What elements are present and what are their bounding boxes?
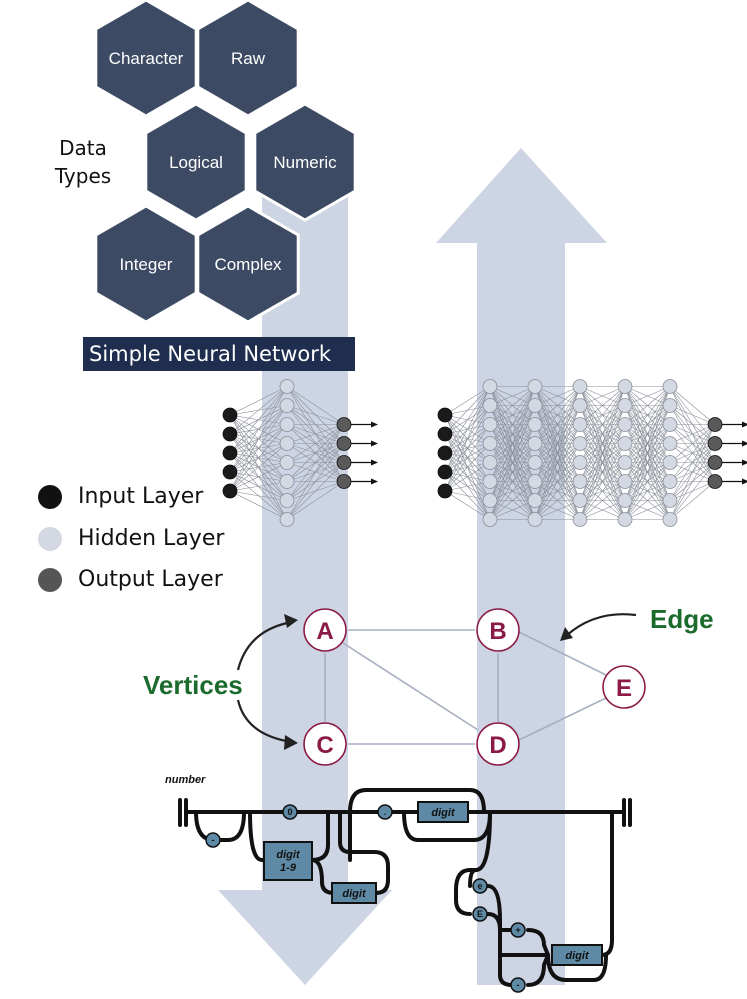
railroad-e-lower: e [477,881,482,891]
hexagon-logical-label: Logical [169,153,223,172]
simple-neural-network-banner: Simple Neural Network [83,337,355,371]
vertex-a [303,608,347,652]
vertex-c [303,722,347,766]
hexagon-logical [144,102,248,222]
railroad-title: number [165,774,206,786]
hexagon-character [94,0,198,118]
hexagon-integer [94,204,198,324]
digit-box-int [331,882,377,904]
edge-pointer [565,613,637,637]
vertex-b-label: B [489,618,506,645]
up-arrow [436,148,607,985]
output-layer-dot [38,567,62,592]
vertices-pointer-bottom [236,699,293,744]
simple-neural-network [222,379,378,527]
vertex-d [476,722,520,766]
legend-label: Input Layer [78,484,204,509]
legend-input-layer: Input Layer [38,484,203,509]
digit-box-exp [551,944,603,966]
vertices-pointer-top [236,620,293,671]
vertices-label: Vertices [143,670,243,700]
digit-box-frac [417,801,469,823]
deep-neural-network [437,379,747,527]
vertex-e-label: E [616,675,632,702]
railroad-plus: + [515,925,520,935]
vertex-a-label: A [316,618,333,645]
digit-label-frac: digit [431,807,456,819]
graph-diagram: A B C D E Vertices Edge [143,604,714,766]
hexagon-raw-label: Raw [231,49,266,68]
hexagon-complex-label: Complex [214,255,282,274]
hexagon-raw [196,0,300,118]
digit-1-9-box [263,841,313,881]
legend-hidden-layer: Hidden Layer [38,526,224,551]
hexagon-integer-label: Integer [120,255,173,274]
hexagon-character-label: Character [109,49,184,68]
legend-label: Output Layer [78,567,223,592]
vertex-d-label: D [489,732,506,759]
vertex-b [476,608,520,652]
vertex-e [602,665,646,709]
hexagon-numeric-label: Numeric [273,153,337,172]
hexagon-numeric [253,102,357,222]
railroad-minus-exp: - [517,980,520,990]
legend-output-layer: Output Layer [38,567,223,592]
railroad-minus: - [212,835,215,845]
railroad-e-upper: E [477,909,483,919]
down-arrow [218,190,392,985]
vertex-c-label: C [316,732,333,759]
digit-label-int: digit [342,888,367,900]
hidden-layer-dot [38,526,62,551]
input-layer-dot [38,484,62,509]
railroad-dot: . [384,807,387,817]
legend-label: Hidden Layer [78,526,225,551]
edge-label: Edge [650,604,714,634]
hexagon-complex [196,204,300,324]
railroad-zero: 0 [287,807,292,817]
digit-label-exp: digit [565,950,590,962]
